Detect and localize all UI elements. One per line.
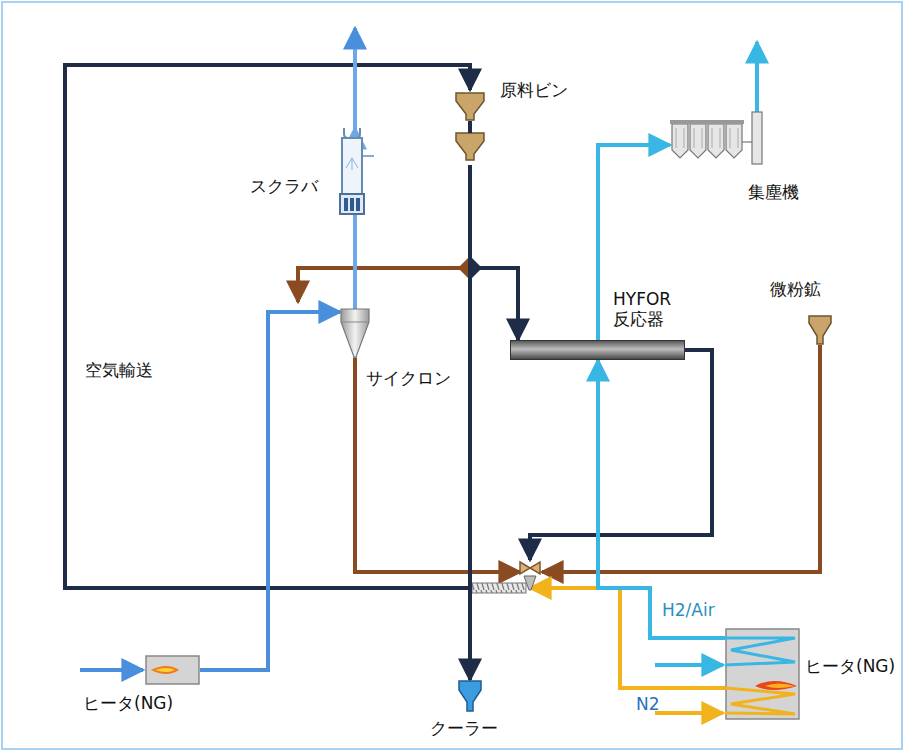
equipment-node: 原料ビン [455,92,485,165]
fine-ore-line [542,345,820,572]
fine-ore-bin-icon [808,315,832,345]
flow-label: H2/Air [662,600,715,620]
equipment-label: 集塵機 [748,182,799,202]
equipment-node: サイクロン [340,308,370,358]
equipment-node: ヒータ(NG) [725,628,800,720]
flow-connector [468,165,472,680]
flow-connector [598,360,725,638]
screw-feeder [472,583,526,593]
equipment-node: 集塵機 [670,112,795,168]
equipment-label: サイクロン [366,368,451,388]
n2-inlet [655,711,723,715]
equipment-label: 原料ビン [500,80,568,100]
recycle-line [298,268,462,302]
cooler-icon [458,680,482,712]
heater-icon [145,655,200,685]
equipment-label: スクラバ [250,176,318,196]
scrubber-outlet [353,28,357,128]
flow-connector [470,165,518,340]
h2-air-inlet [655,663,723,667]
equipment-label: クーラー [430,718,498,738]
equipment-label: HYFOR 反応器 [613,289,689,330]
equipment-node: ヒータ(NG) [145,655,200,685]
bin-icon [455,92,485,165]
equipment-label: 微粉鉱 [770,279,821,299]
scrubber-icon [330,128,375,215]
equipment-label: ヒータ(NG) [805,656,895,676]
flow-connector [200,312,340,670]
heater-icon [725,628,800,720]
flow-label: N2 [636,694,660,714]
equipment-node: クーラー [458,680,482,712]
dust-collector-icon [670,112,795,168]
cyclone-fines-line [355,358,520,572]
reactor-discharge [530,350,712,560]
air-inlet [80,668,143,672]
stack-outlet [755,42,759,112]
cyclone-icon [340,308,370,358]
equipment-label: ヒータ(NG) [83,693,173,713]
equipment-node: HYFOR 反応器 [510,340,685,360]
equipment-node: 微粉鉱 [808,315,832,345]
flow-label: 空気輸送 [85,360,153,380]
equipment-node: スクラバ [330,128,375,215]
